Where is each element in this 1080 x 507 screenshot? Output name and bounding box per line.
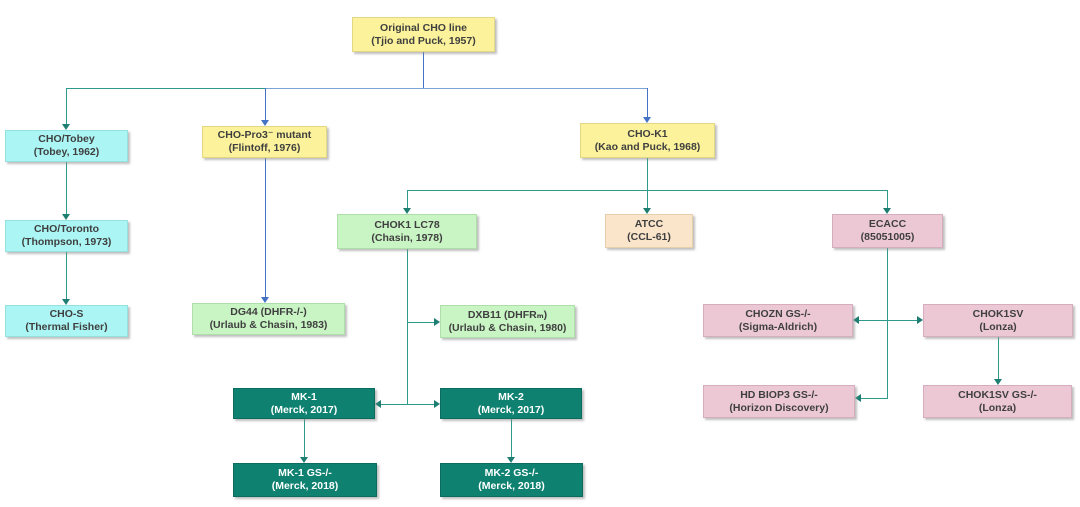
arrowhead-cho-s — [62, 299, 70, 305]
node-dg44: DG44 (DHFR-/-) (Urlaub & Chasin, 1983) — [192, 303, 345, 335]
node-subtitle: (Sigma-Aldrich) — [738, 320, 818, 333]
edge-to-chok1sv — [887, 320, 917, 321]
edge-top-horizontal-right — [265, 88, 648, 89]
edge-to-hd-biop3 — [861, 398, 887, 399]
edge-to-mk1 — [381, 404, 407, 405]
edge-lc78-stem — [407, 249, 408, 405]
arrowhead-mk2 — [434, 400, 440, 408]
arrowhead-atcc — [643, 208, 651, 214]
node-title: MK-1 — [291, 390, 317, 403]
node-subtitle: (85051005) — [860, 231, 915, 243]
edge-to-cho-k1 — [647, 88, 648, 117]
node-subtitle: (Lonza) — [979, 320, 1017, 333]
node-subtitle: (Lonza) — [978, 401, 1017, 414]
node-title: HD BIOP3 GS-/- — [740, 388, 818, 401]
node-title: DXB11 (DHFRₘ) — [467, 308, 548, 321]
arrowhead-lc78 — [403, 208, 411, 214]
node-subtitle: (Chasin, 1978) — [371, 231, 443, 244]
node-subtitle: (Tobey, 1962) — [33, 146, 100, 158]
node-mk1-gs: MK-1 GS-/- (Merck, 2018) — [233, 463, 377, 497]
node-mk1: MK-1 (Merck, 2017) — [233, 388, 375, 419]
node-subtitle: (Horizon Discovery) — [729, 401, 829, 414]
node-chozn-gs: CHOZN GS-/- (Sigma-Aldrich) — [703, 304, 853, 337]
node-cho-k1: CHO-K1 (Kao and Puck, 1968) — [580, 123, 715, 158]
node-chok1sv: CHOK1SV (Lonza) — [923, 304, 1073, 337]
node-subtitle: (Merck, 2017) — [477, 403, 545, 416]
arrowhead-mk1 — [375, 400, 381, 408]
arrowhead-chok1sv-gs — [994, 379, 1002, 385]
arrowhead-chok1sv — [917, 316, 923, 324]
edge-toronto-chos — [66, 252, 67, 299]
node-cho-s: CHO-S (Thermal Fisher) — [5, 305, 128, 337]
arrowhead-dxb11 — [434, 318, 440, 326]
edge-to-lc78 — [407, 190, 408, 208]
edge-to-cho-tobey — [66, 88, 67, 124]
node-subtitle: (CCL-61) — [627, 231, 671, 243]
edge-mk2-gs — [511, 419, 512, 457]
node-title: DG44 (DHFR-/-) — [230, 306, 307, 318]
edge-chok1sv-gs — [998, 337, 999, 379]
node-subtitle: (Flintoff, 1976) — [228, 142, 301, 154]
node-cho-pro3-mutant: CHO-Pro3⁻ mutant (Flintoff, 1976) — [202, 126, 327, 158]
node-title: CHOZN GS-/- — [745, 307, 811, 320]
edge-to-dxb11 — [407, 322, 434, 323]
arrowhead-cho-tobey — [62, 124, 70, 130]
node-cho-toronto: CHO/Toronto (Thompson, 1973) — [5, 220, 128, 252]
node-atcc: ATCC (CCL-61) — [605, 214, 693, 248]
arrowhead-cho-toronto — [62, 214, 70, 220]
arrowhead-cho-k1 — [643, 117, 651, 123]
edge-to-atcc — [647, 190, 648, 208]
node-title: CHO-K1 — [627, 127, 668, 140]
edge-tobey-toronto — [66, 162, 67, 214]
node-title: MK-1 GS-/- — [278, 467, 332, 479]
arrowhead-ecacc — [883, 208, 891, 214]
node-title: CHOK1 LC78 — [374, 218, 440, 231]
node-title: CHO-Pro3⁻ mutant — [217, 129, 312, 141]
edge-mk1-gs — [304, 419, 305, 457]
edge-to-chozn — [859, 320, 887, 321]
node-mk2: MK-2 (Merck, 2017) — [440, 388, 582, 419]
arrowhead-hd-biop3 — [855, 394, 861, 402]
node-subtitle: (Merck, 2018) — [271, 480, 339, 492]
node-title: CHO-S — [49, 308, 84, 320]
edge-pro3-dg44 — [265, 158, 266, 297]
node-title: ECACC — [868, 218, 907, 230]
node-original-cho-line: Original CHO line (Tjio and Puck, 1957) — [352, 17, 495, 52]
arrowhead-mk2-gs — [507, 457, 515, 463]
node-chok1-lc78: CHOK1 LC78 (Chasin, 1978) — [337, 214, 477, 249]
arrowhead-cho-pro3 — [261, 120, 269, 126]
node-title: ATCC — [634, 218, 664, 230]
node-subtitle: (Merck, 2017) — [270, 403, 338, 416]
arrowhead-mk1-gs — [300, 457, 308, 463]
node-mk2-gs: MK-2 GS-/- (Merck, 2018) — [440, 463, 583, 497]
edge-to-ecacc — [887, 190, 888, 208]
node-subtitle: (Thompson, 1973) — [21, 236, 112, 248]
node-title: CHO/Tobey — [38, 133, 95, 145]
node-subtitle: (Urlaub & Chasin, 1983) — [209, 319, 328, 331]
edge-ecacc-stem — [887, 247, 888, 399]
edge-top-horizontal-left — [66, 88, 266, 89]
node-subtitle: (Thermal Fisher) — [25, 321, 108, 333]
node-chok1sv-gs: CHOK1SV GS-/- (Lonza) — [923, 385, 1072, 418]
node-subtitle: (Kao and Puck, 1968) — [594, 140, 701, 153]
edge-to-mk2 — [407, 404, 434, 405]
edge-chok1-stem — [647, 158, 648, 190]
node-cho-tobey: CHO/Tobey (Tobey, 1962) — [5, 130, 128, 162]
node-subtitle: (Urlaub & Chasin, 1980) — [448, 321, 567, 334]
node-title: MK-2 GS-/- — [484, 467, 539, 479]
node-ecacc: ECACC (85051005) — [832, 214, 943, 248]
edge-to-cho-pro3 — [265, 88, 266, 120]
node-title: CHOK1SV GS-/- — [958, 388, 1037, 401]
arrowhead-chozn — [853, 316, 859, 324]
node-title: CHOK1SV — [972, 307, 1024, 320]
node-title: CHO/Toronto — [33, 223, 100, 235]
node-dxb11: DXB11 (DHFRₘ) (Urlaub & Chasin, 1980) — [440, 305, 575, 338]
node-title: MK-2 — [498, 390, 524, 403]
node-title: Original CHO line — [380, 21, 467, 34]
node-subtitle: (Tjio and Puck, 1957) — [371, 34, 476, 47]
node-hd-biop3-gs: HD BIOP3 GS-/- (Horizon Discovery) — [703, 385, 855, 418]
arrowhead-dg44 — [261, 297, 269, 303]
edge-original-stem — [423, 52, 424, 89]
node-subtitle: (Merck, 2018) — [478, 480, 545, 492]
